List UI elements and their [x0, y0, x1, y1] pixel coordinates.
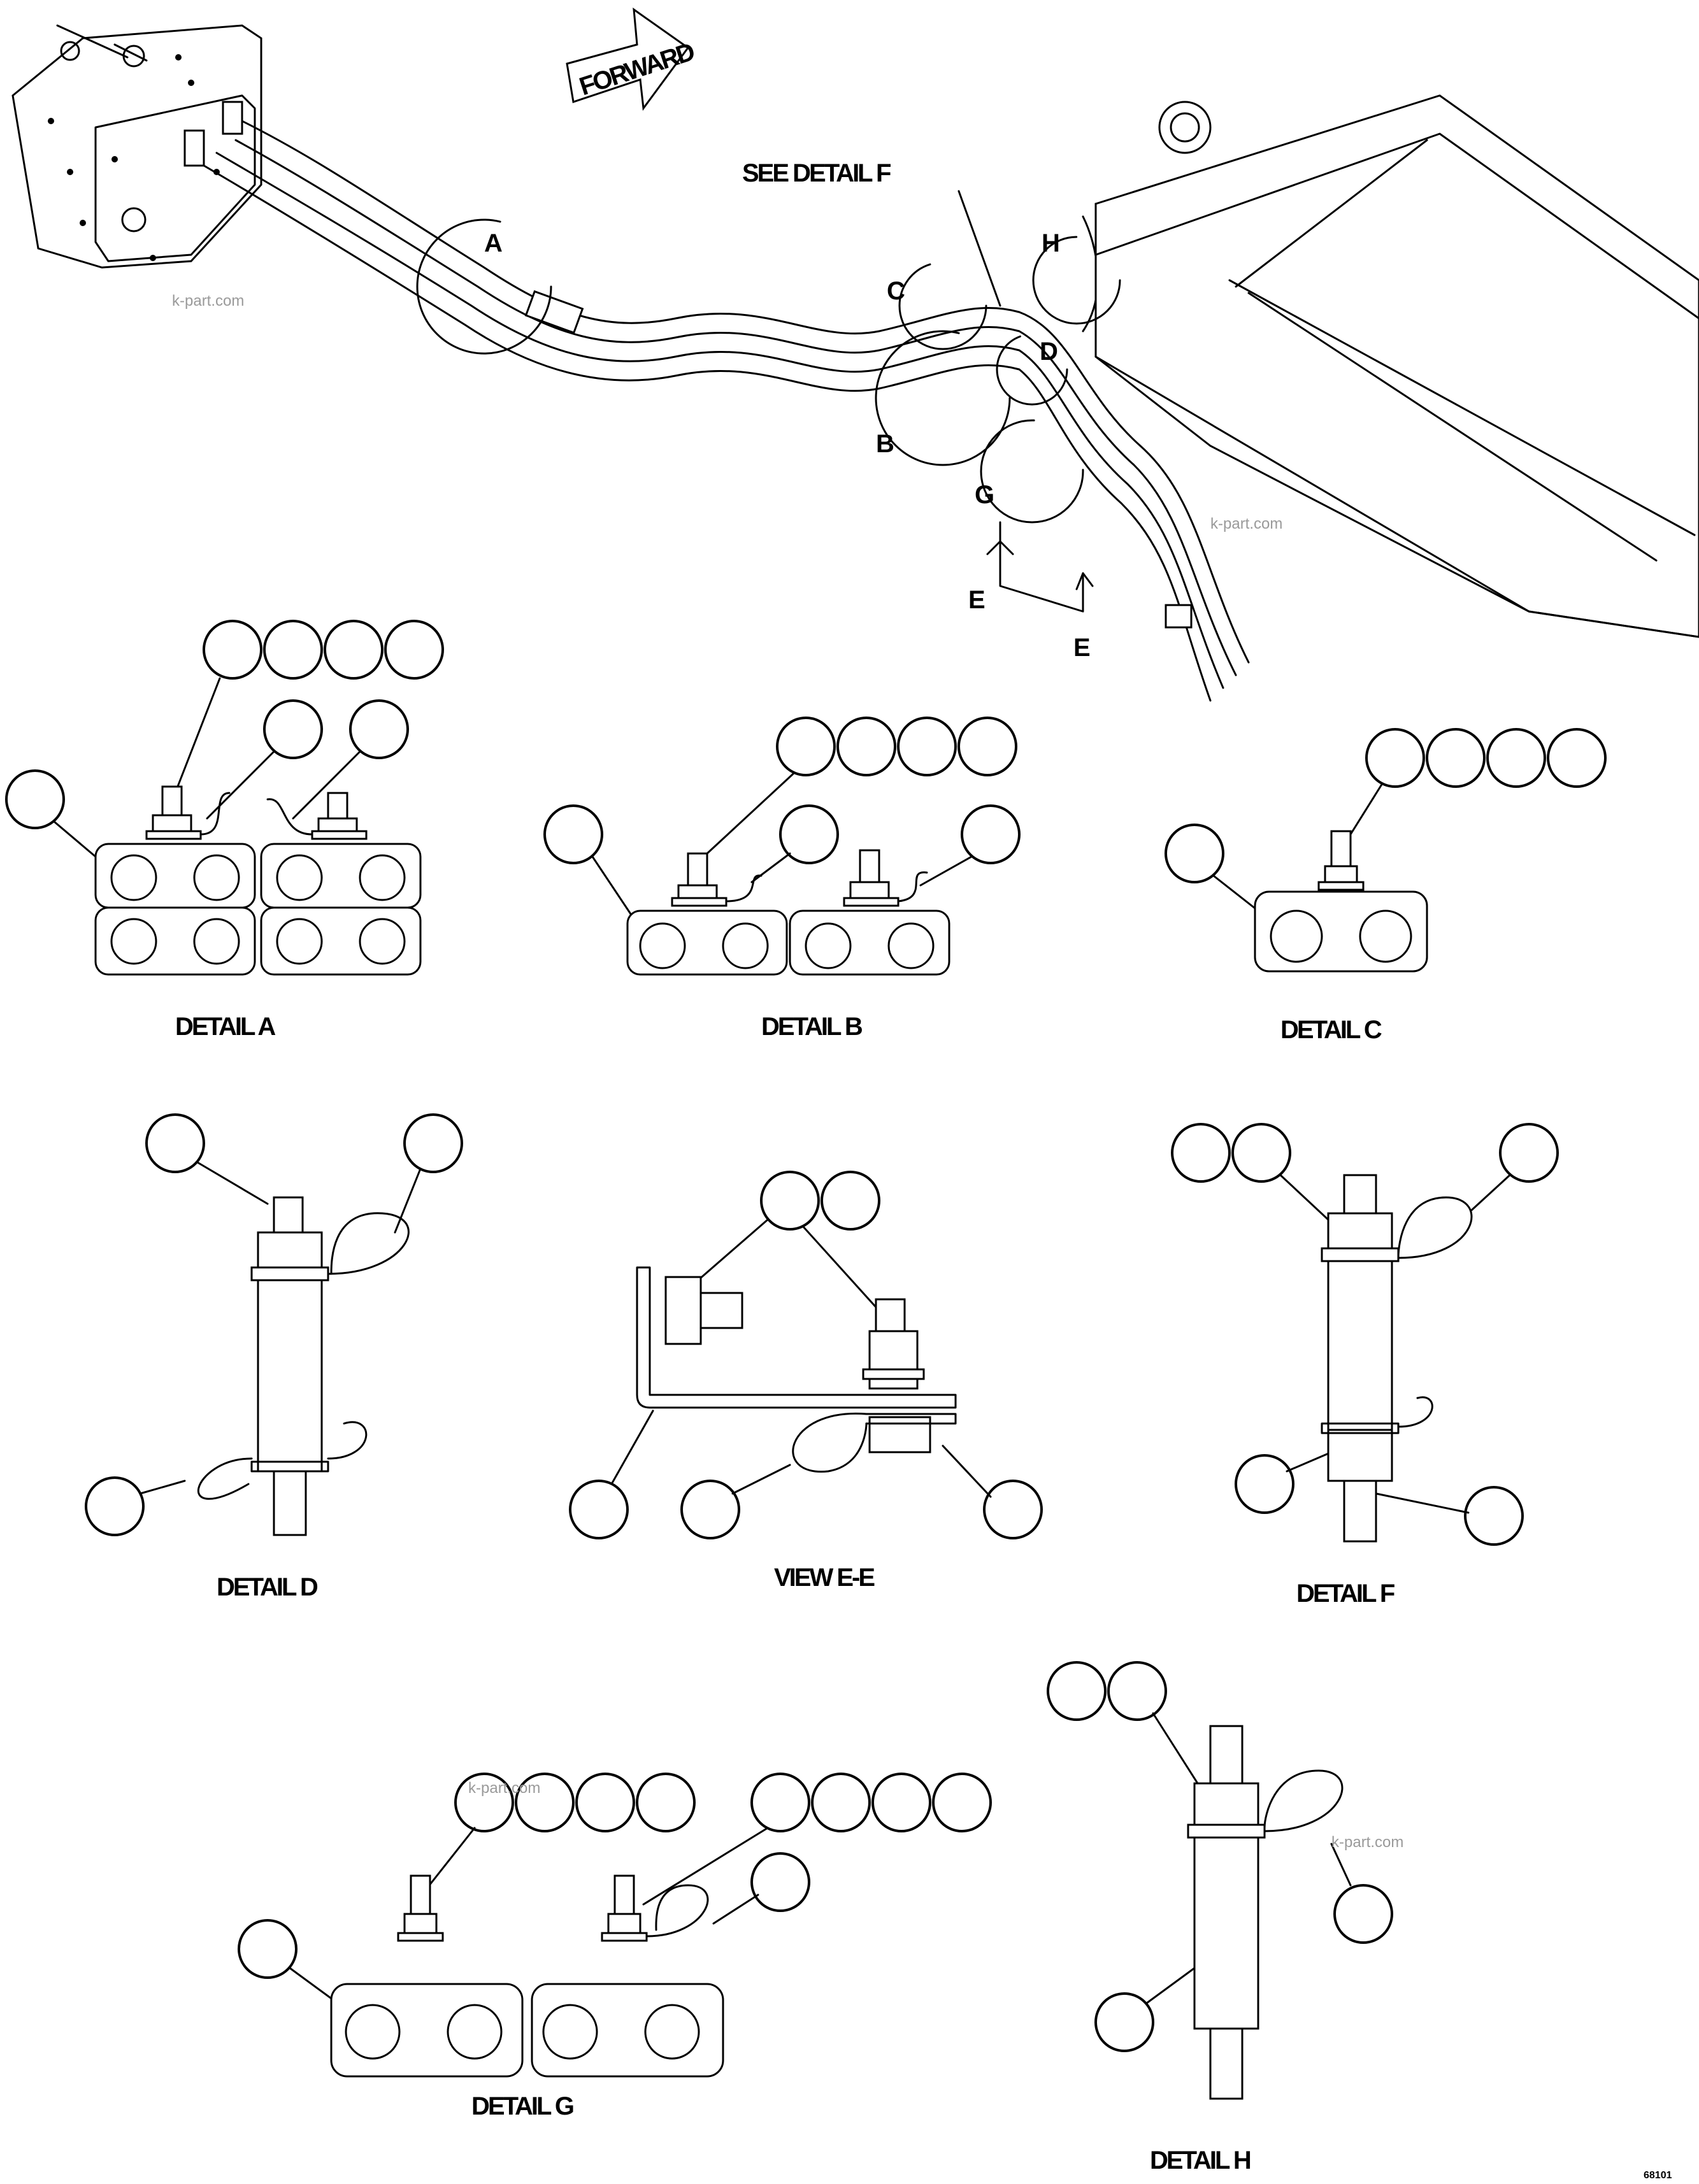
harness-bundle — [203, 120, 1250, 702]
detail-a: DETAIL A — [5, 620, 444, 1041]
vehicle-body — [1094, 94, 1699, 638]
item-balloon — [821, 1171, 880, 1231]
detail-b: DETAIL B — [543, 717, 1021, 1041]
item-balloon — [575, 1773, 635, 1832]
item-balloon — [324, 620, 384, 680]
watermark-detail-h: k-part.com — [1331, 1834, 1403, 1851]
detail-f: DETAIL F — [1171, 1123, 1559, 1608]
detail-g: DETAIL G k-part.com — [238, 1773, 992, 2120]
item-balloon — [1231, 1123, 1291, 1183]
item-balloon — [636, 1773, 696, 1832]
item-balloon — [1235, 1454, 1294, 1514]
item-balloon — [1547, 728, 1607, 788]
item-balloon — [750, 1773, 810, 1832]
item-balloon — [776, 717, 836, 776]
forward-arrow-sign: FORWARD — [566, 7, 698, 111]
item-balloon — [1165, 824, 1224, 883]
item-balloon — [1486, 728, 1546, 788]
watermark-top-left: k-part.com — [172, 292, 244, 310]
item-balloon — [983, 1480, 1043, 1539]
top-assembly-view: FORWARD SEE DETAIL F — [11, 7, 1699, 702]
item-balloon — [1094, 1992, 1154, 2052]
item-balloon — [238, 1919, 298, 1979]
item-balloon — [403, 1113, 463, 1173]
item-balloon — [961, 804, 1021, 864]
callout-d: D — [1040, 338, 1058, 366]
view-e-right: E — [1073, 634, 1091, 662]
detail-d: DETAIL D — [85, 1113, 463, 1601]
item-balloon — [871, 1773, 931, 1832]
callout-h: H — [1042, 229, 1060, 257]
item-balloon — [384, 620, 444, 680]
detail-callouts — [416, 190, 1121, 613]
item-balloon — [779, 804, 839, 864]
item-balloon — [836, 717, 896, 776]
item-balloon — [897, 717, 957, 776]
item-balloon — [1365, 728, 1425, 788]
item-balloon — [760, 1171, 820, 1231]
junction-box — [11, 24, 262, 269]
detail-h-title: DETAIL H — [1150, 2146, 1251, 2174]
detail-d-title: DETAIL D — [217, 1573, 318, 1601]
item-balloon — [569, 1480, 629, 1539]
item-balloon — [263, 620, 323, 680]
item-balloon — [1107, 1661, 1167, 1721]
detail-h: DETAIL H k-part.com — [1047, 1661, 1403, 2174]
item-balloon — [750, 1852, 810, 1912]
detail-g-title: DETAIL G — [471, 2092, 573, 2120]
detail-a-title: DETAIL A — [175, 1013, 275, 1041]
item-balloon — [203, 620, 262, 680]
see-detail-f-label: SEE DETAIL F — [742, 159, 891, 187]
watermark-top-right: k-part.com — [1210, 515, 1282, 532]
item-balloon — [1426, 728, 1486, 788]
item-balloon — [1171, 1123, 1231, 1183]
item-balloon — [1333, 1884, 1393, 1944]
item-balloon — [349, 699, 409, 759]
view-e-left: E — [968, 586, 986, 614]
detail-c: DETAIL C — [1165, 728, 1607, 1044]
item-balloon — [680, 1480, 740, 1539]
item-balloon — [515, 1773, 575, 1832]
item-balloon — [85, 1476, 145, 1536]
callout-b: B — [876, 430, 894, 458]
watermark-detail-g: k-part.com — [468, 1780, 540, 1797]
callout-g: G — [975, 481, 994, 509]
item-balloon — [1499, 1123, 1559, 1183]
item-balloon — [932, 1773, 992, 1832]
detail-c-title: DETAIL C — [1280, 1016, 1382, 1044]
detail-b-title: DETAIL B — [761, 1013, 863, 1041]
item-balloon — [543, 804, 603, 864]
item-balloon — [811, 1773, 871, 1832]
item-balloon — [454, 1773, 514, 1832]
document-number: 68101 — [1644, 2170, 1672, 2181]
item-balloon — [5, 769, 65, 829]
item-balloon — [1047, 1661, 1107, 1721]
item-balloon — [263, 699, 323, 759]
detail-f-title: DETAIL F — [1296, 1580, 1394, 1608]
view-e-e-title: VIEW E-E — [774, 1564, 875, 1592]
item-balloon — [145, 1113, 205, 1173]
callout-a: A — [484, 229, 503, 257]
view-e-e: VIEW E-E — [569, 1171, 1043, 1592]
callout-c: C — [887, 277, 905, 305]
item-balloon — [957, 717, 1017, 776]
item-balloon — [1464, 1486, 1524, 1546]
